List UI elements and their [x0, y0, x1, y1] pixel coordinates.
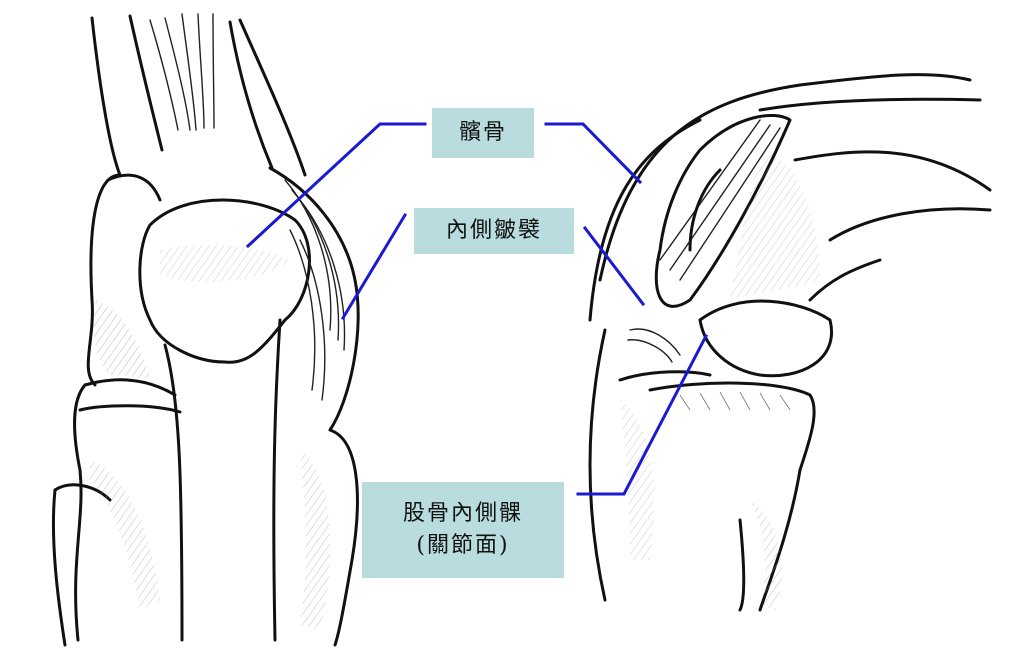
knee-side-view	[588, 73, 992, 612]
femoral-condyle	[698, 299, 833, 378]
patella-outline	[138, 198, 311, 364]
label-patella: 髕骨	[432, 108, 534, 158]
leader-condyle	[576, 333, 709, 496]
label-femoral-condyle-line1: 股骨內側髁	[402, 501, 523, 526]
leader-plica-right	[582, 225, 646, 307]
leader-patella-right	[544, 122, 643, 185]
label-femoral-condyle-line2: (關節面)	[416, 533, 510, 558]
leader-patella-left	[245, 122, 427, 249]
label-medial-plica-text: 內側皺襞	[445, 218, 542, 243]
leader-plica-left	[340, 212, 408, 321]
label-femoral-condyle: 股骨內側髁 (關節面)	[362, 482, 564, 578]
leader-lines	[245, 122, 709, 496]
knee-front-view	[51, 13, 360, 647]
patella-side-outline	[654, 113, 792, 308]
label-medial-plica: 內側皺襞	[414, 208, 574, 254]
label-patella-text: 髕骨	[458, 120, 507, 145]
